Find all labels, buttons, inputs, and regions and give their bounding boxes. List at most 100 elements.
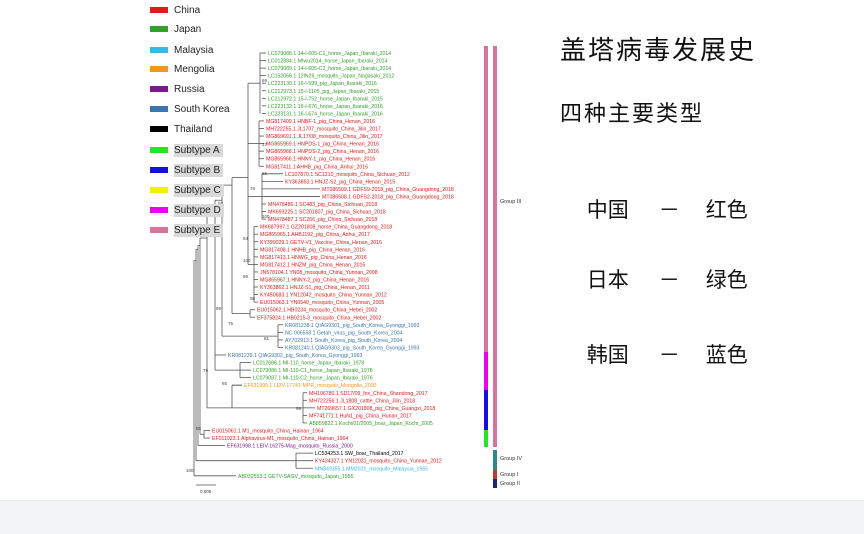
leaf-label: LC107870.1 SC1210_mosquito_China_Sichuan…: [285, 172, 410, 178]
legend-item: Subtype E: [150, 223, 224, 237]
leaf-label: LC212972.1 15-I-752_horse_Japan_Ibaraki_…: [268, 96, 383, 102]
group-label: Group III: [500, 199, 522, 205]
leaf-label: LC079087.1 MI-110-C2_horse_Japan_Ibaraki…: [253, 376, 373, 382]
leaf-label: MN849355.1 MM2021_mosquito_Malaysia_1955: [315, 466, 428, 472]
leaf-label: MG865968.1 HNPDS-2_pig_China_Henan_2016: [266, 149, 379, 155]
leaf-label: EU015061.1 M1_mosquito_China_Hainan_1964: [212, 429, 324, 435]
leaf-label: MG865967.1 HNNY-2_pig_China_Henan_2016: [260, 278, 369, 284]
dash: －: [658, 343, 680, 367]
leaf-label: MF741771.1 HuN1_pig_China_Hunan_2017: [309, 413, 412, 419]
legend-swatch: [150, 26, 168, 32]
legend-label: Subtype C: [174, 183, 224, 197]
leaf-label: KR081238.1 QIAG9301_pig_South_Korea_Gyon…: [285, 323, 420, 329]
legend-item: Subtype A: [150, 143, 223, 157]
leaf-label: LC152056.1 12IN26_mosquito_Japan_Nagasak…: [268, 74, 394, 80]
leaf-label: LC223132.1 16-I-676_horse_Japan_Ibaraki_…: [268, 104, 383, 110]
subtype-bar: [484, 430, 488, 447]
bootstrap-value: 66: [262, 171, 268, 176]
leaf-label: MN478487.1 SC266_pig_China_Sichuan_2018: [268, 217, 377, 223]
legend-swatch: [150, 86, 168, 92]
leaf-label: MT269657.1 GX201808_pig_China_Guangxi_20…: [317, 406, 435, 412]
slide-subtitle: 四种主要类型: [560, 102, 705, 127]
legend-label: Subtype D: [174, 203, 224, 217]
leaf-label: AY702913.1 South_Korea_pig_South_Korea_2…: [285, 338, 402, 344]
bootstrap-value: 98: [250, 296, 256, 301]
legend-swatch: [150, 207, 168, 213]
legend-item: Japan: [150, 22, 201, 36]
legend-swatch: [150, 227, 168, 233]
legend-label: Malaysia: [174, 44, 214, 56]
bootstrap-value: 65: [222, 381, 228, 386]
leaf-label: MG817412.1 HNZM_pig_China_Henan_2016: [260, 262, 365, 268]
leaf-label: MG865966.1 HNNY-1_pig_China_Henan_2016: [266, 157, 375, 163]
leaf-label: MH106780.1 SD17/09_fox_China_Shandong_20…: [309, 391, 428, 397]
leaf-label: KR081240.1 QIAG9303_pig_South_Korea_Gyon…: [285, 345, 420, 351]
group-label: Group II: [500, 481, 520, 487]
leaf-label: MK693225.1 SC201807_pig_China_Sichuan_20…: [268, 210, 386, 216]
bootstrap-value: 76: [250, 186, 256, 191]
leaf-label: JN578104.1 YN08_mosquito_China_Yunnan_20…: [260, 270, 378, 276]
leaf-label: LC212973.1 15-I-1105_pig_Japan_Ibaraki_2…: [268, 89, 379, 95]
bootstrap-value: 99: [216, 306, 222, 311]
slide-title: 盖塔病毒发展史: [560, 36, 757, 66]
leaf-label: LC223130.1 16-I-599_pig_Japan_Ibaraki_20…: [268, 81, 377, 87]
legend-label: China: [174, 4, 201, 16]
leaf-label: NC 006558.1 Getah_virus_pig_South_Korea_…: [285, 330, 402, 336]
leaf-label: MG817411.1 AHHB_pig_China_Anhui_2016: [266, 164, 368, 170]
legend-label: South Korea: [174, 103, 230, 115]
phylogenetic-tree: LC079088.1 14-I-605-C1_horse_Japan_Ibara…: [186, 46, 522, 494]
legend-label: Subtype B: [174, 163, 224, 177]
legend-swatch: [150, 167, 168, 173]
leaf-label: EU015062.1 HB0234_mosquito_China_Hebei_2…: [257, 308, 377, 314]
legend-swatch: [150, 106, 168, 112]
bottom-toolbar: [0, 500, 864, 534]
group-bar: [493, 479, 497, 488]
leaf-label: MH722256.1 JL1808_cattle_China_Jilin_201…: [309, 398, 415, 404]
group-bar: [493, 450, 497, 470]
bootstrap-value: 64: [243, 236, 249, 241]
legend-label: Thailand: [174, 123, 213, 135]
bootstrap-value: 61: [264, 336, 270, 341]
legend-item: Mengolia: [150, 62, 215, 76]
leaf-label: MG865969.1 HNPDS-1_pig_China_Henan_2016: [266, 142, 379, 148]
leaf-label: EF011023.1 Alphavirus-M1_mosquito_China_…: [212, 436, 348, 442]
legend-label: Russia: [174, 83, 205, 95]
leaf-label: MH722255.1 JL1707_mosquito_China_Jilin_2…: [266, 127, 381, 133]
leaf-label: LC012884.1 MIwu2014_horse_Japan_Ibaraki_…: [268, 59, 388, 65]
leaf-label: EF375824.1 HB0215-3_mosquito_China_Hebei…: [257, 315, 381, 321]
legend-item: Malaysia: [150, 43, 213, 57]
leaf-label: MG869691.1 JL17/08_mosquito_China_Jilin_…: [266, 134, 383, 140]
bootstrap-value: 100: [243, 258, 251, 263]
legend-item: Subtype D: [150, 203, 224, 217]
color-name: 红色: [705, 198, 748, 222]
subtype-bar: [484, 46, 488, 352]
bootstrap-value: 69: [262, 78, 268, 83]
leaf-label: EF631999.1 LEIV-17741-MPR_mosquito_Mongo…: [244, 383, 376, 389]
legend-item: South Korea: [150, 102, 230, 116]
subtype-bar: [484, 390, 488, 430]
leaf-label: MT086509.1 GDFS9-2018_pig_China_Guangdon…: [322, 187, 454, 193]
country-line-china: 中国－红色: [560, 170, 748, 248]
leaf-label: MG817408.1 HNHB_pig_China_Henan_2016: [260, 247, 365, 253]
legend-item: Thailand: [150, 122, 212, 136]
leaf-label: MG865965.1 AHBJ192_pig_China_Anhui_2017: [260, 232, 370, 238]
leaf-label: EU015063.1 YN0540_mosquito_China_Yunnan_…: [260, 300, 384, 306]
leaf-label: AB859822.1 Kochi/01/2005_boar_Japan_Koch…: [309, 421, 433, 427]
leaf-label: MN478486.1 SC483_pig_China_Sichuan_2018: [268, 202, 377, 208]
leaf-label: LC079089.1 14-I-605-C2_horse_Japan_Ibara…: [268, 66, 391, 72]
group-label: Group IV: [500, 456, 522, 462]
leaf-label: KY363862.1 HNJZ-S1_pig_China_Henan_2011: [260, 285, 370, 291]
legend-item: Subtype C: [150, 183, 224, 197]
country-name: 韩国: [586, 343, 629, 367]
legend-swatch: [150, 187, 168, 193]
leaf-label: LC079088.1 14-I-605-C1_horse_Japan_Ibara…: [268, 51, 391, 57]
legend-swatch: [150, 7, 168, 13]
leaf-label: LC012886.1 MI-110_horse_Japan_Ibaraki_19…: [253, 361, 364, 367]
bootstrap-value: 100: [186, 468, 194, 473]
bootstrap-value: 79: [203, 368, 209, 373]
country-name: 日本: [586, 268, 629, 292]
bootstrap-value: 75: [228, 321, 234, 326]
legend-label: Subtype E: [174, 223, 224, 237]
